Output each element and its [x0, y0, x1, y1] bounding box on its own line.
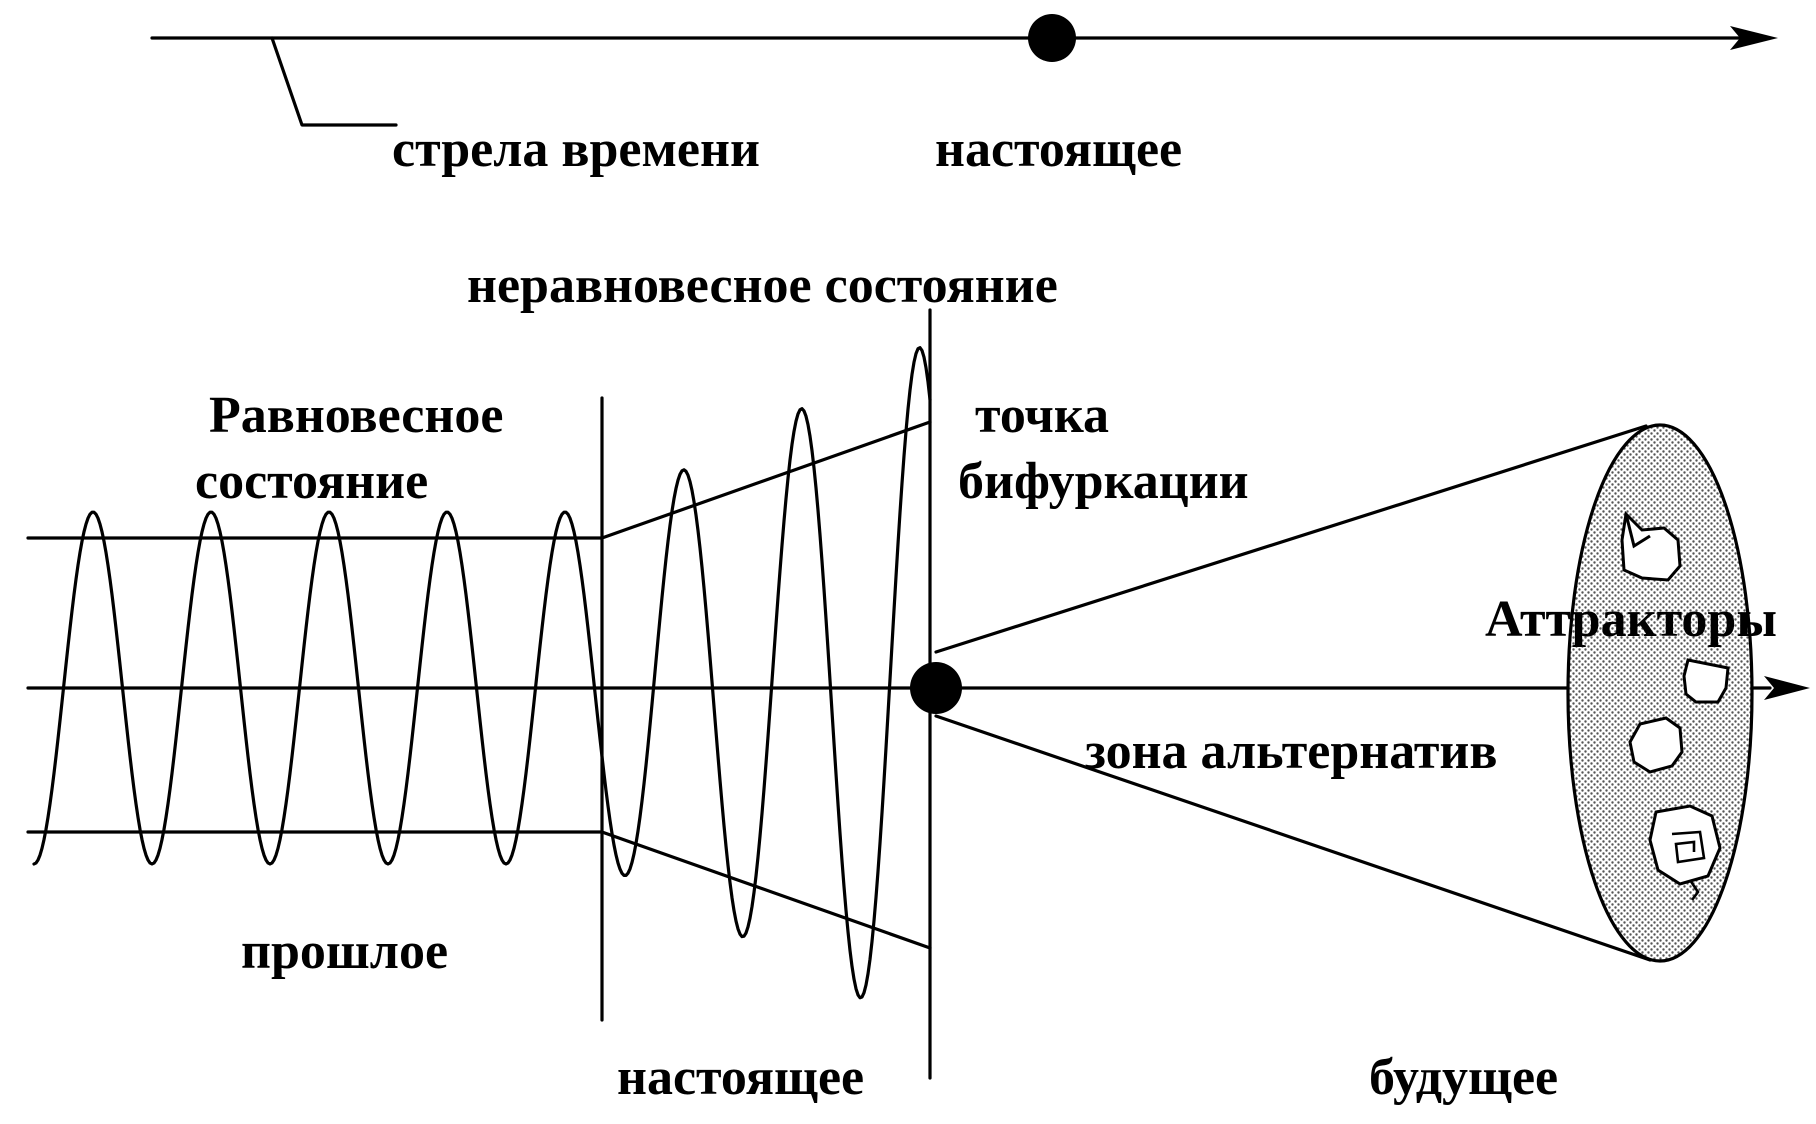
- attractor-blob-4: [1648, 804, 1722, 886]
- alternatives-zone-label: зона альтернатив: [1085, 723, 1497, 780]
- time-axis-bottom: [26, 676, 1810, 700]
- nonequilibrium-label: неравновесное состояние: [467, 257, 1058, 314]
- attractor-blob-1: [1620, 510, 1682, 582]
- attractor-blob-3: [1628, 716, 1684, 774]
- axis-arrowhead: [1764, 676, 1810, 700]
- present-top-label: настоящее: [935, 121, 1182, 178]
- present-dot-top: [1028, 14, 1076, 62]
- time-arrowhead: [1730, 26, 1778, 50]
- equilibrium-label-line2: состояние: [195, 453, 428, 510]
- time-arrow-top: [150, 14, 1778, 127]
- nonequilibrium-envelope-top: [600, 420, 932, 540]
- attractors-label: Аттракторы: [1485, 591, 1777, 648]
- nonequilibrium-envelope-bottom: [600, 830, 932, 950]
- alternatives-cone-bottom: [934, 714, 1652, 962]
- attractor-spiral-tail: [1688, 879, 1700, 901]
- alternatives-cone-top: [934, 424, 1648, 654]
- arrow-of-time-leader: [270, 36, 398, 127]
- bifurcation-label-line2: бифуркации: [958, 453, 1249, 510]
- attractor-blob-2: [1682, 658, 1730, 704]
- bifurcation-label-line1: точка: [975, 387, 1109, 444]
- attractor-blob-1-tail: [1624, 513, 1651, 549]
- past-label: прошлое: [241, 923, 448, 980]
- equilibrium-label-line1: Равновесное: [209, 387, 503, 444]
- attractor-spiral: [1671, 830, 1706, 864]
- oscillation-wave: [32, 346, 932, 1000]
- present-bottom-label: настоящее: [617, 1049, 864, 1106]
- bifurcation-point: [910, 662, 962, 714]
- future-label: будущее: [1369, 1049, 1558, 1106]
- arrow-of-time-label: стрела времени: [392, 121, 760, 178]
